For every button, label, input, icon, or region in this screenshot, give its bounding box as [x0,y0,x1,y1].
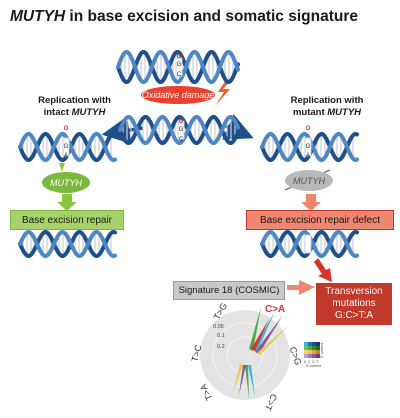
right-header-line1: Replication with [290,95,364,106]
spike-ca-3 [249,307,261,351]
helix-strand [118,115,240,145]
helix-strand [18,230,117,258]
helix-lesion-site [304,137,312,157]
dna-helix-right-mutated [260,230,359,258]
dna-helix-left-repaired [18,230,117,258]
radial-tick-2: 0.1 [217,333,225,339]
transversion-line1: Transversion [325,286,383,297]
helix-lesion-site [62,137,70,157]
figure-title: MUTYH in base excision and somatic signa… [10,8,390,26]
legend-title-3p: 3' context [306,364,321,368]
base-excision-repair-box: Base excision repair [10,210,124,230]
left-arrow-to-repair [62,194,72,204]
radial-label-ta: T>A [198,383,214,402]
radial-tick-1: 0.05 [213,324,224,330]
legend-base-g: G [312,360,315,364]
lightning-bolt-icon [215,80,231,106]
left-arrow-to-repair-head [57,202,77,211]
legend-title-5p: 5' context [320,343,324,358]
right-arrow-to-defect [306,194,316,204]
spike-ca-2 [255,315,283,354]
arrow-to-signature [287,280,315,295]
helix-strand [118,115,240,145]
base-excision-repair-defect-box: Base excision repair defect [246,210,394,230]
dna-helix-right [260,132,359,162]
signature-18-box: Signature 18 (COSMIC) [173,281,285,300]
left-top-base: G [64,144,69,150]
radial-label-tc: T>C [190,343,204,363]
oxidative-damage-label: Oxidative damage [141,86,215,104]
right-bottom-base: A [306,153,310,159]
left-header-line2: intact MUTYH [43,107,106,118]
center2-bottom-base: C [179,137,184,143]
legend-base-c: C [308,360,311,364]
left-lesion-label: O [64,126,69,132]
spike-ca-5 [251,319,269,351]
helix-lesion-site [304,234,312,254]
radial-signature-chart: 0.05 0.1 0.2 T>G C>A C>G C>T T>A T>C [190,301,304,413]
right-top-base: G [306,144,311,150]
transversion-mutations-box: Transversion mutations G:C>T:A [316,283,392,325]
right-lesion-label: O [306,126,311,132]
right-arrow-to-defect-head [301,202,321,211]
helix-lesion-site [175,57,183,77]
spike-ct-1 [245,365,249,399]
spike-ct-4 [233,364,243,393]
center-top-base: G [177,62,182,68]
left-bottom-base: A [64,153,68,159]
left-header: Replication with intact MUTYH [22,95,127,119]
legend-base-t: T [316,360,319,364]
enzyme-mutyh-mutant: MUTYH [285,170,333,191]
dna-helix-left [18,132,117,162]
dna-helix-damaged [116,50,240,84]
left-header-line1: Replication with [38,95,111,106]
legend-base-a: A [304,360,307,364]
radial-label-ca: C>A [265,304,285,315]
left-arrow-to-enzyme [59,163,65,172]
radial-ring-2 [226,336,264,374]
center2-top-base: G [179,127,184,133]
title-rest: in base excision and somatic signature [65,8,358,25]
transversion-line3: G:C>T:A [334,310,374,321]
spike-ca-4 [257,325,289,355]
radial-ring-1 [212,322,278,388]
center-lesion-label: O [177,54,182,60]
radial-tick-3: 0.2 [217,344,225,350]
arrow-to-transversion [314,258,332,282]
helix-lesion-site [177,120,185,140]
transversion-line2: mutations [332,298,376,309]
radial-label-ct: C>T [263,392,280,412]
helix-strand [18,230,117,258]
spike-ct-3 [248,365,255,397]
spike-ct-2 [239,365,246,395]
enzyme-mutyh-intact: MUTYH [42,172,90,193]
right-header-line2: mutant MUTYH [292,107,362,118]
helix-strand [116,50,240,84]
context-legend: A C G T 5' context 3' context [304,342,324,368]
dna-helix-after-damage [118,115,240,145]
center2-lesion-label: O [179,119,184,125]
center-bottom-base: C [177,72,182,78]
helix-strand [116,50,240,84]
right-header: Replication with mutant MUTYH [272,95,382,119]
title-gene: MUTYH [10,8,66,25]
